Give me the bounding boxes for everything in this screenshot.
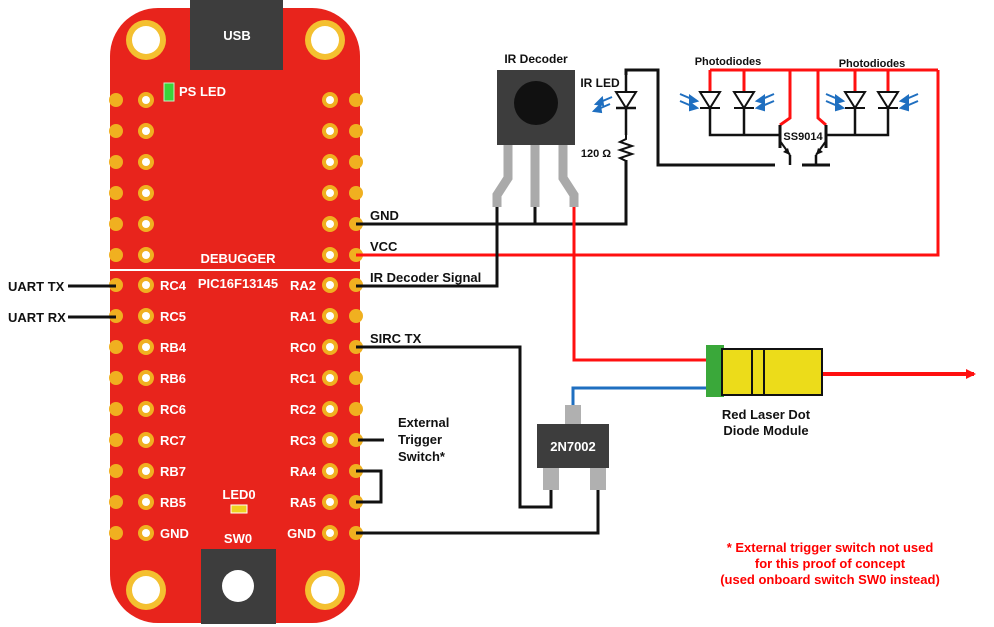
- note-line-2: for this proof of concept: [755, 556, 906, 571]
- laser-body: [721, 348, 823, 396]
- ir-decoder-leg-signal: [492, 145, 513, 207]
- resistor-label: 120 Ω: [581, 148, 611, 160]
- ps-led-label: PS LED: [179, 84, 226, 99]
- vcc-signal-label: VCC: [370, 239, 398, 254]
- debugger-label: DEBUGGER: [200, 251, 276, 266]
- laser-terminal-block: [706, 345, 724, 397]
- transistor-ss9014: SS9014: [772, 125, 834, 167]
- usb-connector: [190, 0, 283, 70]
- debugger-pads: [109, 92, 363, 263]
- ps-led-indicator: [163, 82, 175, 102]
- ir-decoder-label: IR Decoder: [504, 52, 568, 66]
- pin-label-rc0: RC0: [290, 340, 316, 355]
- note-line-3: (used onboard switch SW0 instead): [720, 572, 940, 587]
- pin-label-rb6: RB6: [160, 371, 186, 386]
- wire-gnd-mosfet: [356, 490, 600, 535]
- wire-laser-vcc: [572, 205, 708, 362]
- mosfet-drain-pin: [565, 405, 581, 424]
- pin-label-gnd-right: GND: [287, 526, 316, 541]
- board-body: [110, 8, 360, 623]
- mosfet-source-pin: [590, 468, 606, 490]
- ir-decoder-lens: [514, 81, 558, 125]
- sw0-button-cap[interactable]: [222, 570, 254, 602]
- wire-sirc-tx: [356, 345, 553, 509]
- laser-label-2: Diode Module: [723, 423, 808, 438]
- wire-ir-decoder-signal: [356, 205, 499, 288]
- resistor-symbol: [616, 135, 636, 165]
- pin-label-ra4: RA4: [290, 464, 317, 479]
- pin-label-ra1: RA1: [290, 309, 316, 324]
- mosfet-2n7002: 2N7002: [537, 405, 609, 490]
- mosfet-body: [537, 424, 609, 468]
- pin-label-rc2: RC2: [290, 402, 316, 417]
- ir-led-emission-arrows: [591, 95, 613, 114]
- pin-label-rb4: RB4: [160, 340, 187, 355]
- note-line-1: * External trigger switch not used: [727, 540, 934, 555]
- mosfet-gate-pin: [543, 468, 559, 490]
- photodiodes-right-label: Photodiodes: [839, 58, 906, 70]
- wire-gnd: [356, 160, 628, 226]
- chip-label: PIC16F13145: [198, 276, 278, 291]
- pin-label-rc6: RC6: [160, 402, 186, 417]
- gnd-signal-label: GND: [370, 208, 399, 223]
- wire-ext-trigger-loop: [356, 469, 383, 504]
- pin-label-rc1: RC1: [290, 371, 316, 386]
- wire-ir-led-anode: [624, 68, 775, 167]
- wire-vcc: [356, 70, 940, 257]
- curiosity-nano-board: USB PS LED DEBUGGER PIC16F13145 LED0 SW0: [109, 0, 363, 624]
- photodiode-1: [698, 91, 722, 110]
- photodiode-light-arrows: [679, 93, 919, 112]
- ext-trigger-label-1: External: [398, 415, 449, 430]
- led0-indicator: [230, 504, 248, 514]
- photodiode-2: [732, 91, 756, 110]
- ir-led-group: IR LED 120 Ω: [580, 75, 638, 165]
- wire-laser-drain: [571, 386, 708, 405]
- uart-rx-label: UART RX: [8, 310, 66, 325]
- pin-label-rb5: RB5: [160, 495, 186, 510]
- photodiodes-left-label: Photodiodes: [695, 56, 762, 68]
- sirc-tx-label: SIRC TX: [370, 331, 422, 346]
- pin-label-rc5: RC5: [160, 309, 186, 324]
- uart-tx-label: UART TX: [8, 279, 65, 294]
- laser-module: Red Laser Dot Diode Module: [706, 345, 823, 438]
- mosfet-label: 2N7002: [550, 439, 596, 454]
- pin-label-gnd-left: GND: [160, 526, 189, 541]
- ir-led-symbol: [614, 91, 638, 110]
- footnote: * External trigger switch not used for t…: [720, 540, 940, 587]
- photodiode-3: [843, 91, 867, 110]
- usb-label: USB: [223, 28, 250, 43]
- ir-led-label: IR LED: [580, 76, 620, 90]
- photodiode-4: [876, 91, 900, 110]
- pin-label-ra2: RA2: [290, 278, 316, 293]
- pin-label-ra5: RA5: [290, 495, 316, 510]
- laser-label-1: Red Laser Dot: [722, 407, 811, 422]
- led0-label: LED0: [222, 487, 255, 502]
- ir-decoder: IR Decoder: [492, 52, 579, 224]
- pin-label-rc7: RC7: [160, 433, 186, 448]
- mcu-pads: [109, 277, 363, 541]
- ir-decoder-signal-label: IR Decoder Signal: [370, 270, 481, 285]
- transistor-label: SS9014: [783, 131, 823, 143]
- mounting-hole: [311, 576, 339, 604]
- sw0-label: SW0: [224, 531, 252, 546]
- wires: [68, 68, 976, 535]
- ext-trigger-label-3: Switch*: [398, 449, 446, 464]
- ir-decoder-leg-vcc: [558, 145, 579, 207]
- pin-label-rb7: RB7: [160, 464, 186, 479]
- ext-trigger-label-2: Trigger: [398, 432, 442, 447]
- photodiode-array: Photodiodes Photodiodes: [679, 56, 919, 112]
- pin-label-rc3: RC3: [290, 433, 316, 448]
- pin-label-rc4: RC4: [160, 278, 187, 293]
